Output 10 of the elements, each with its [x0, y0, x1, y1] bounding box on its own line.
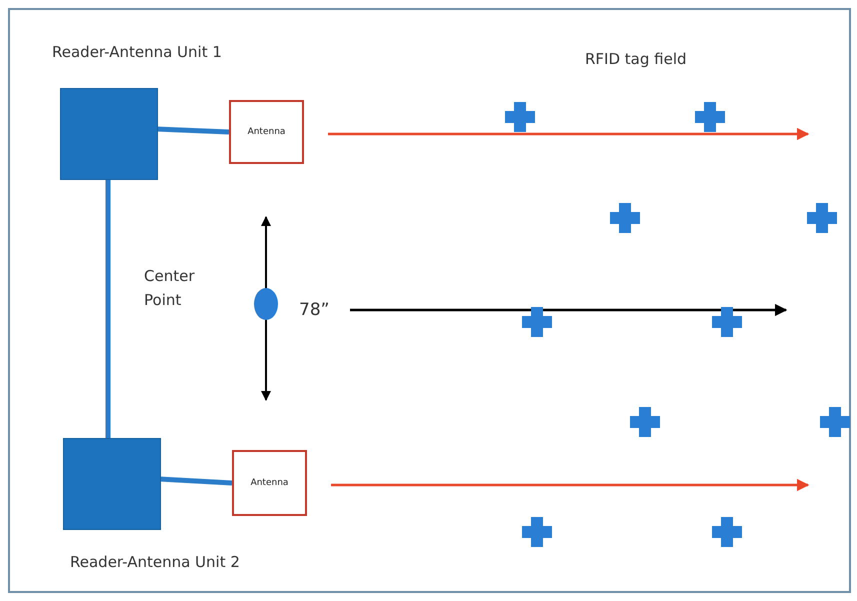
point-caption: Center Point	[144, 266, 196, 311]
antenna-box: Antenna	[229, 100, 304, 164]
connector-line	[106, 178, 110, 438]
field-title: RFID tag field	[585, 50, 687, 68]
antenna-box: Antenna	[232, 450, 307, 516]
arrow	[328, 128, 810, 140]
unit-heading: Reader-Antenna Unit 1	[52, 43, 222, 61]
unit-heading: Reader-Antenna Unit 2	[70, 553, 240, 571]
arrow	[331, 478, 810, 492]
distance-label: 78”	[299, 300, 330, 320]
